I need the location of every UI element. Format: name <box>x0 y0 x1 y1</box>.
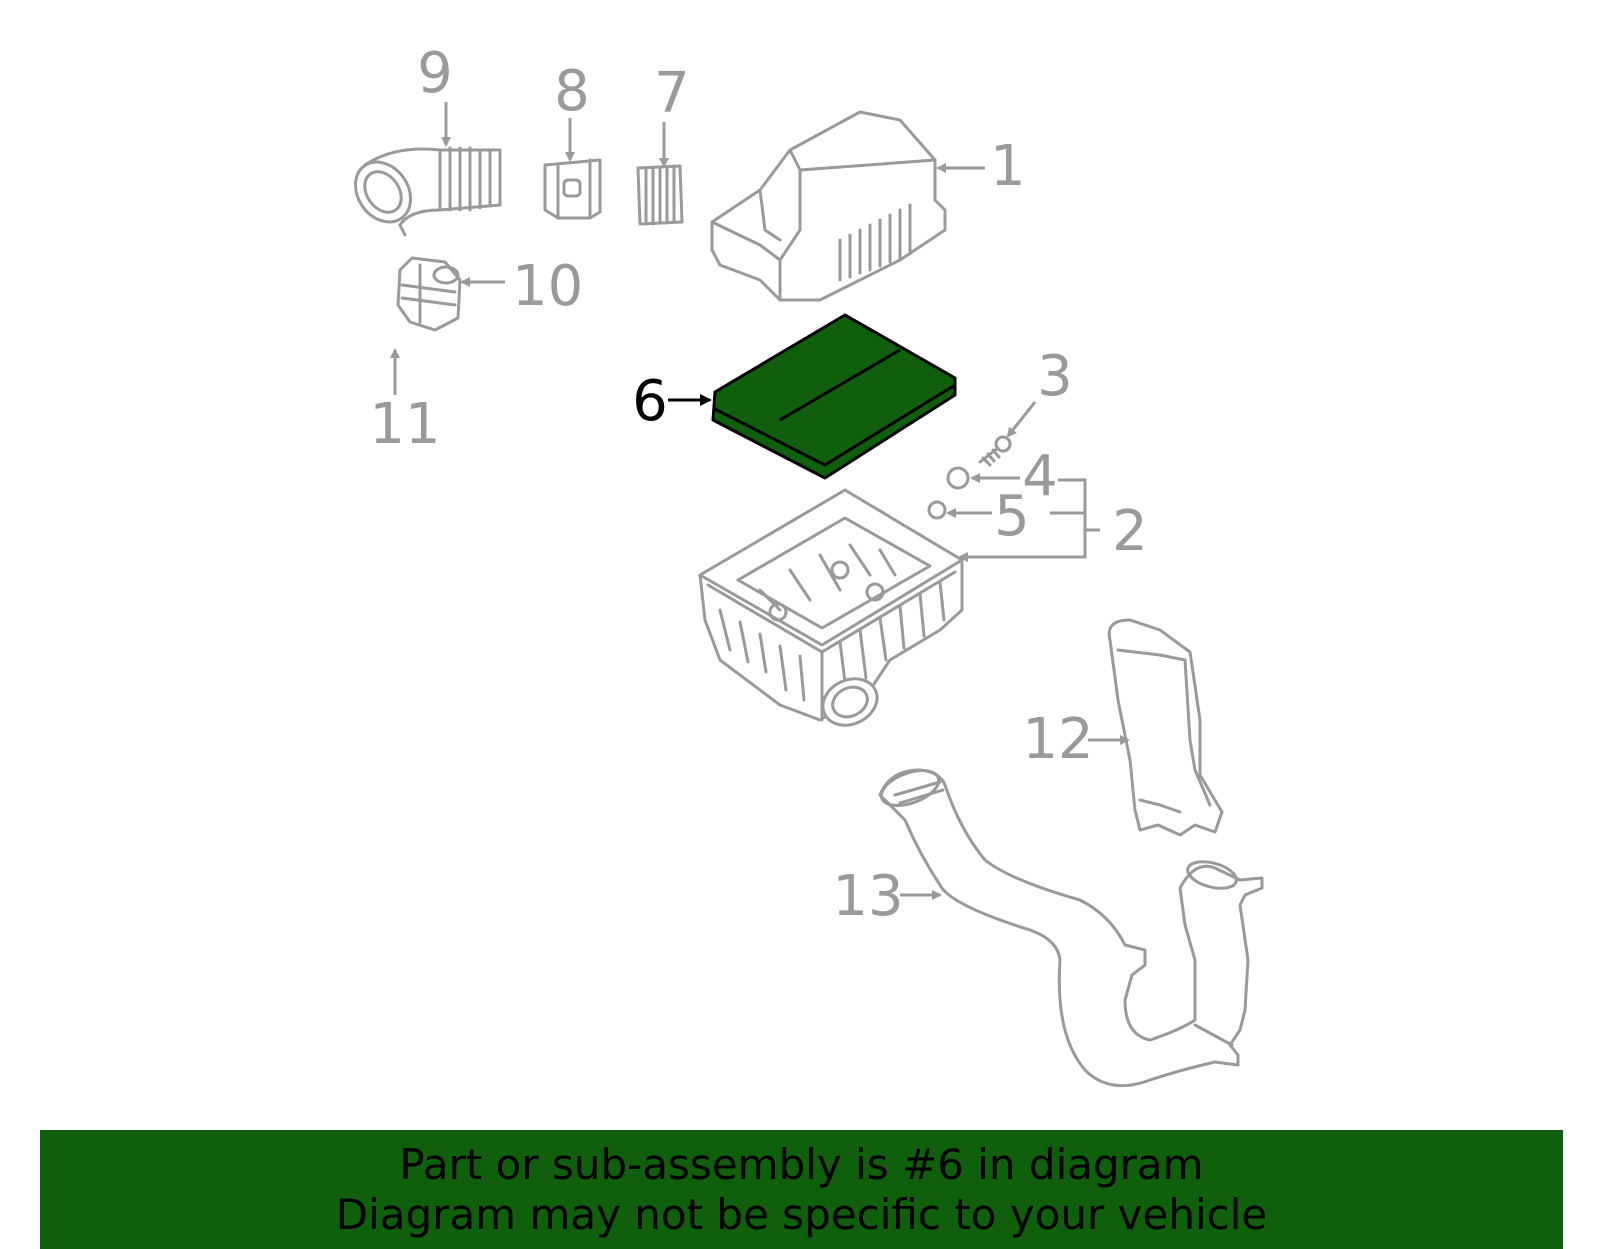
part-8-clamp[interactable] <box>543 158 602 220</box>
part-13-intake-tube[interactable] <box>877 764 1264 1088</box>
bracket-2 <box>962 478 1087 559</box>
callout-5: 5 <box>994 484 1030 549</box>
part-4-grommet[interactable] <box>946 466 970 490</box>
notice-line-2: Diagram may not be specific to your vehi… <box>335 1190 1268 1239</box>
callout-12: 12 <box>1022 707 1093 772</box>
callout-3: 3 <box>1037 344 1073 409</box>
notice-banner: Part or sub-assembly is #6 in diagram Di… <box>40 1130 1563 1249</box>
callout-1: 1 <box>990 134 1026 199</box>
air-filter-highlight <box>711 313 957 480</box>
callout-4: 4 <box>1022 444 1058 509</box>
callout-11: 11 <box>369 392 440 457</box>
part-2-lower-housing[interactable] <box>698 488 964 734</box>
callout-13: 13 <box>832 864 903 929</box>
part-12-duct[interactable] <box>1107 618 1224 837</box>
part-11-tube[interactable] <box>349 271 469 421</box>
callout-9: 9 <box>417 41 453 106</box>
callout-8: 8 <box>554 59 590 124</box>
part-6-air-filter[interactable] <box>711 313 957 480</box>
callout-7: 7 <box>654 61 690 126</box>
part-1-air-cleaner-cover[interactable] <box>710 110 947 302</box>
part-5-grommet[interactable] <box>927 500 947 520</box>
callout-6: 6 <box>632 369 668 434</box>
part-7-bellows[interactable] <box>636 164 684 226</box>
part-3-bolt[interactable] <box>978 435 1012 467</box>
callout-2: 2 <box>1112 499 1148 564</box>
part-10-resonator[interactable] <box>396 256 462 332</box>
callout-10: 10 <box>512 254 583 319</box>
notice-line-1: Part or sub-assembly is #6 in diagram <box>399 1140 1204 1189</box>
part-9-intake-hose[interactable] <box>344 146 502 237</box>
